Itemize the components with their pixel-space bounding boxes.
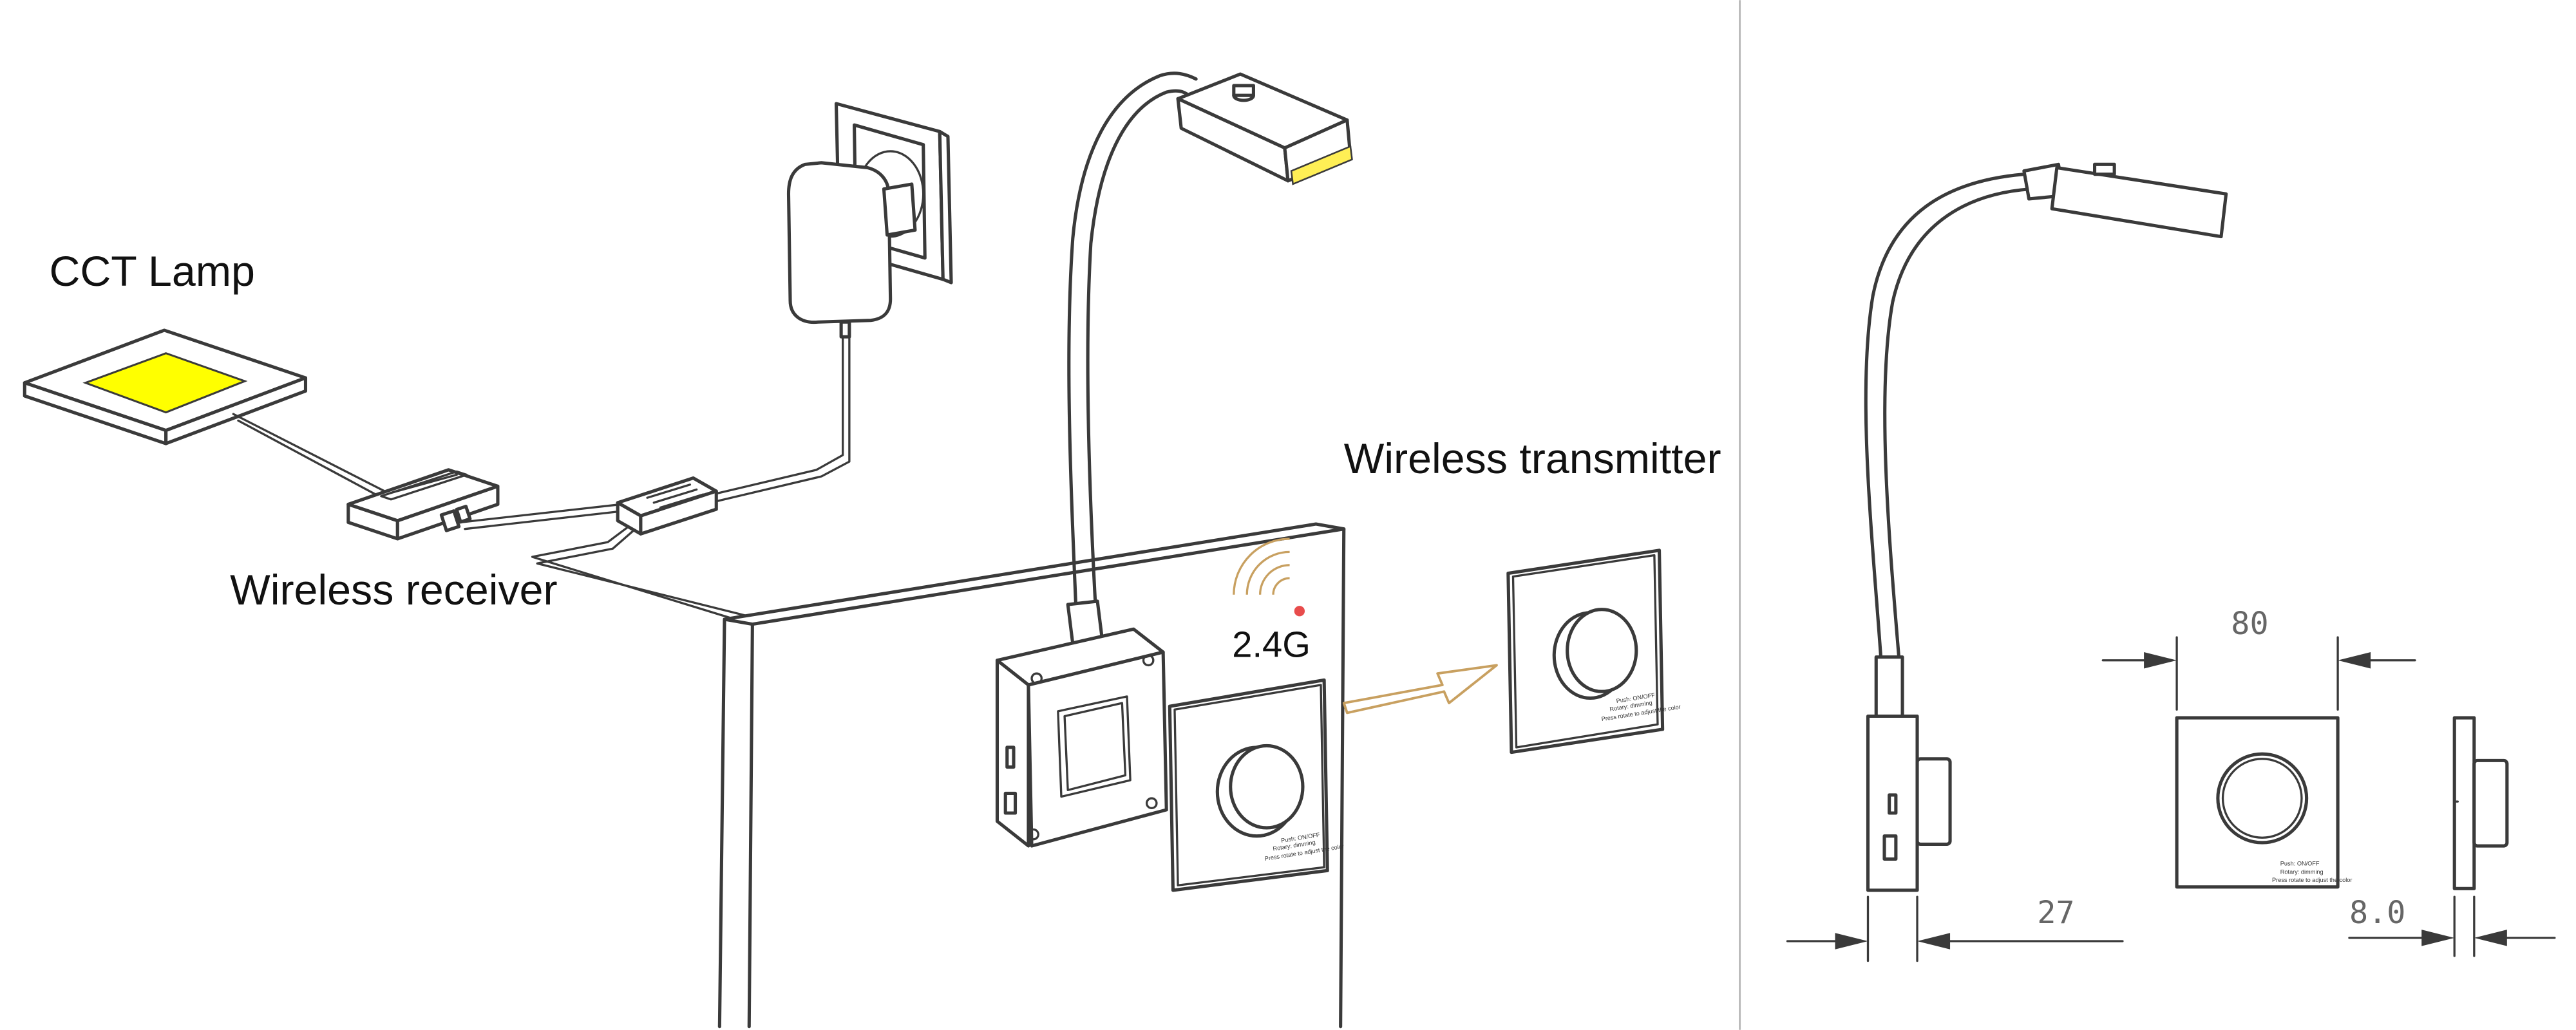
front-view-print-3: Press rotate to adjust the color	[2272, 877, 2352, 883]
signal-waves-icon	[1233, 538, 1305, 617]
front-view-print-2: Rotary: dimming	[2280, 868, 2324, 875]
lamp-led-strip	[1290, 145, 1353, 185]
wireless-transmitter-label: Wireless transmitter	[1344, 435, 1721, 483]
cct-lamp-label: CCT Lamp	[50, 248, 255, 295]
power-adapter	[786, 102, 953, 339]
wall-knob-panel: Push: ON/OFF Rotary: dimming Press rotat…	[1168, 678, 1344, 892]
lamp-base-box	[995, 627, 1168, 848]
cables	[232, 330, 851, 626]
dimension-width-label: 80	[2231, 606, 2268, 642]
knob-panel-front-view: Push: ON/OFF Rotary: dimming Press rotat…	[2175, 716, 2352, 889]
transmission-arrow-icon	[1342, 664, 1498, 715]
knob-panel-side-view	[2452, 716, 2509, 890]
wireless-receiver	[346, 468, 500, 541]
indicator-dot	[1294, 606, 1305, 617]
wireless-receiver-label: Wireless receiver	[230, 566, 557, 614]
frequency-label: 2.4G	[1232, 624, 1311, 665]
connector-box	[616, 476, 718, 536]
gooseneck-lamp	[1066, 71, 1353, 659]
dimension-thickness-label: 8.0	[2349, 895, 2406, 931]
dimension-depth-label: 27	[2037, 895, 2074, 931]
dimension-thickness: 8.0	[2348, 895, 2556, 957]
cct-lamp	[23, 328, 308, 445]
gooseneck-side-view	[1864, 162, 2228, 892]
wireless-transmitter: Push: ON/OFF Rotary: dimming Press rotat…	[1506, 548, 1681, 754]
dimension-width: 80	[2101, 606, 2416, 711]
lamp-emitter-square	[82, 352, 248, 414]
front-view-print-1: Push: ON/OFF	[2280, 861, 2320, 867]
wall-board	[717, 522, 1346, 1029]
dimension-depth: 27	[1786, 895, 2124, 962]
